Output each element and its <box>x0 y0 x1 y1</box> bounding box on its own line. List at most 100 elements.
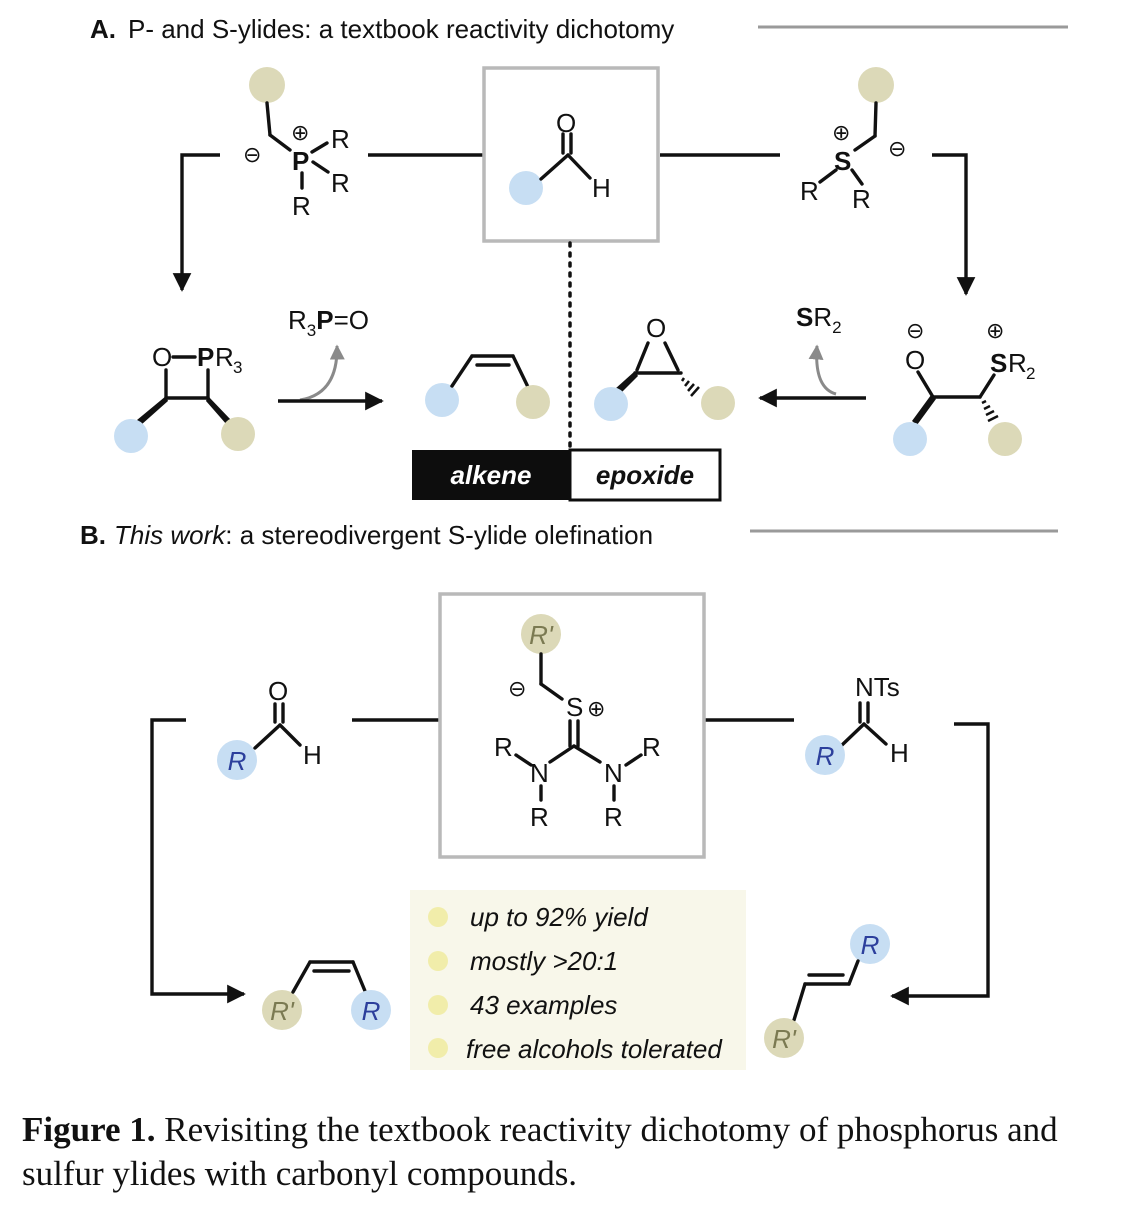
substituent-node-olive <box>858 67 894 103</box>
negative-charge-icon: ⊖ <box>888 136 906 161</box>
feature-bullet <box>428 995 448 1015</box>
outcome-legend: alkene epoxide <box>412 448 722 502</box>
substituent-node-blue <box>805 735 845 775</box>
substituent-node-blue <box>594 387 628 421</box>
positive-charge-icon: ⊕ <box>291 120 309 145</box>
aldehyde-r: R O H <box>217 676 322 780</box>
substituent-node-blue <box>850 924 890 964</box>
svg-text:R: R <box>228 746 247 776</box>
svg-text:R': R' <box>772 1024 797 1054</box>
substituent-node-blue <box>509 171 543 205</box>
feature-item: free alcohols tolerated <box>466 1034 723 1064</box>
section-a-label: A. <box>90 14 116 44</box>
substituent-node-olive <box>249 67 285 103</box>
svg-text:R: R <box>362 996 381 1026</box>
svg-text:P: P <box>197 342 214 372</box>
aldehyde: O H <box>509 108 611 205</box>
substituent-node-olive <box>764 1018 804 1058</box>
feature-item: up to 92% yield <box>470 902 649 932</box>
svg-text:R: R <box>861 930 880 960</box>
svg-text:R: R <box>800 176 819 206</box>
arrow-down-left <box>172 153 220 292</box>
svg-text:R: R <box>331 168 350 198</box>
z-alkene-product: R' R <box>262 960 391 1030</box>
arrow-to-e-alkene <box>890 722 990 1006</box>
substituent-node-olive <box>701 386 735 420</box>
svg-text:H: H <box>303 740 322 770</box>
section-b-header: B.This work: a stereodivergent S-ylide o… <box>80 520 1058 550</box>
feature-item: 43 examples <box>470 990 617 1020</box>
alkene-tag <box>412 450 570 500</box>
substituent-node-blue <box>114 419 148 453</box>
epoxide-tag <box>568 448 722 502</box>
svg-text:P: P <box>292 146 309 176</box>
feature-bullet <box>428 951 448 971</box>
svg-text:R: R <box>292 191 311 221</box>
figure-caption: Figure 1. Revisiting the textbook reacti… <box>22 1108 1132 1196</box>
svg-text:R: R <box>816 741 835 771</box>
arrow-down-right <box>932 153 976 296</box>
negative-charge-icon: ⊖ <box>906 318 924 343</box>
positive-charge-icon: ⊕ <box>587 696 605 721</box>
positive-charge-icon: ⊕ <box>986 318 1004 343</box>
caption-text: Revisiting the textbook reactivity dicho… <box>22 1110 1058 1193</box>
z-alkene-product <box>425 354 550 419</box>
svg-text:R': R' <box>270 996 295 1026</box>
substituent-node-blue <box>217 740 257 780</box>
negative-charge-icon: ⊖ <box>243 142 261 167</box>
byproduct-release-arrow <box>299 344 345 402</box>
svg-text:O: O <box>905 345 925 375</box>
svg-text:2: 2 <box>1026 364 1035 383</box>
svg-text:R: R <box>494 732 513 762</box>
feature-bullet <box>428 1038 448 1058</box>
caption-label: Figure 1. <box>22 1110 156 1149</box>
feature-bullet <box>428 907 448 927</box>
oxaphosphetane: O P R 3 <box>114 342 255 453</box>
svg-text:R: R <box>530 802 549 832</box>
svg-text:S: S <box>990 348 1007 378</box>
epoxide-label: epoxide <box>596 460 694 490</box>
feature-item: mostly >20:1 <box>470 946 618 976</box>
thiocarbonyl-ylide-reagent: R' ⊖ S ⊕ N N R R R R <box>494 614 661 832</box>
svg-text:O: O <box>268 676 288 706</box>
svg-text:H: H <box>592 173 611 203</box>
svg-text:R: R <box>331 124 350 154</box>
byproduct-release-arrow <box>808 344 837 396</box>
svg-text:S: S <box>834 146 851 176</box>
svg-text:R: R <box>642 732 661 762</box>
substituent-node-blue <box>425 383 459 417</box>
substituent-node-blue <box>893 422 927 456</box>
n-tosyl-imine: NTs H R <box>805 672 909 775</box>
positive-charge-icon: ⊕ <box>832 120 850 145</box>
epoxide-product: O <box>594 313 735 421</box>
section-a-header: A. P- and S-ylides: a textbook reactivit… <box>90 14 1068 44</box>
svg-text:R: R <box>215 342 234 372</box>
substituent-node-olive <box>516 385 550 419</box>
svg-text:O: O <box>646 313 666 343</box>
sulfur-ylide: ⊖ ⊕ S R R <box>800 67 906 214</box>
alkene-label: alkene <box>451 460 532 490</box>
section-a-title: P- and S-ylides: a textbook reactivity d… <box>128 14 674 44</box>
svg-text:N: N <box>604 758 623 788</box>
substituent-node-olive <box>221 417 255 451</box>
section-b-title: B.This work: a stereodivergent S-ylide o… <box>80 520 653 550</box>
phosphine-oxide-byproduct: R3P=O <box>288 305 369 340</box>
svg-text:O: O <box>152 342 172 372</box>
svg-text:S: S <box>566 692 583 722</box>
negative-charge-icon: ⊖ <box>508 676 526 701</box>
substituent-node-blue <box>351 990 391 1030</box>
svg-text:NTs: NTs <box>855 672 900 702</box>
svg-text:R: R <box>852 184 871 214</box>
svg-text:R: R <box>604 802 623 832</box>
svg-text:O: O <box>556 108 576 138</box>
betaine-intermediate: ⊖ O ⊕ S R 2 <box>893 318 1035 456</box>
svg-text:R': R' <box>529 620 554 650</box>
reagent-box <box>438 592 706 859</box>
substituent-node-olive <box>988 422 1022 456</box>
feature-list: up to 92% yield mostly >20:1 43 examples… <box>428 902 723 1064</box>
features-box <box>410 890 746 1070</box>
substituent-node-olive <box>262 990 302 1030</box>
sulfide-byproduct: SR2 <box>796 302 842 337</box>
e-alkene-product: R R' <box>764 924 890 1058</box>
